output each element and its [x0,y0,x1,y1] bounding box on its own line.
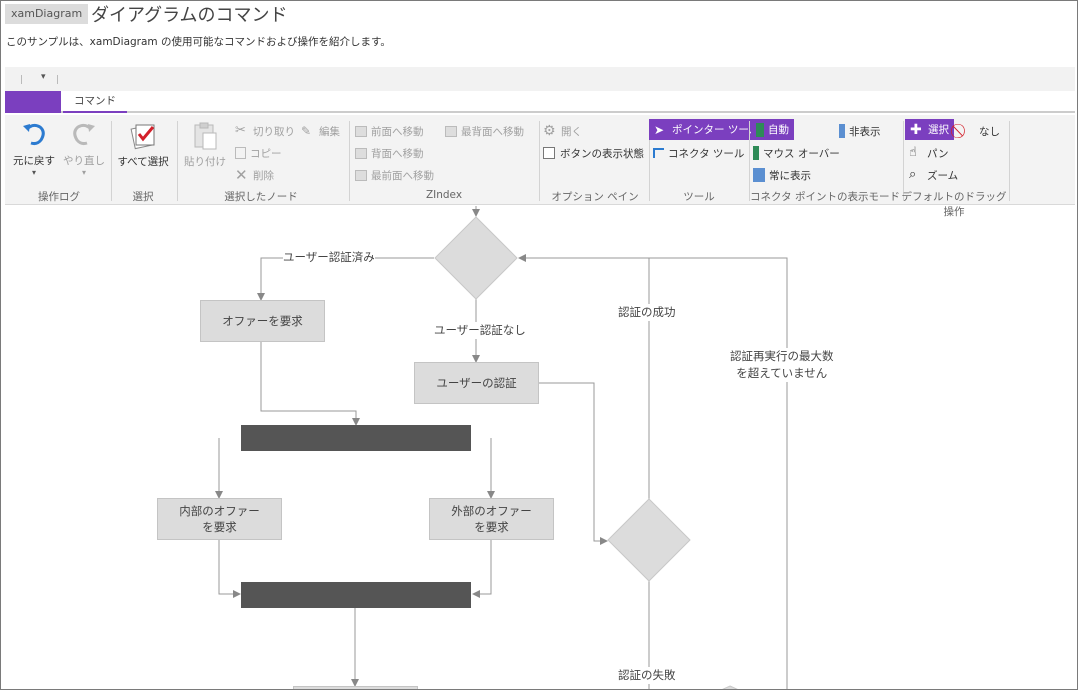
node-external-offer[interactable]: 外部のオファー を要求 [429,498,554,540]
pointer-tool-button[interactable]: ➤ポインター ツール [649,119,765,140]
connector [218,539,241,598]
group-separator [349,121,350,201]
group-label-tools: ツール [683,191,715,203]
connector [538,382,608,545]
connector-icon [653,148,664,158]
send-to-back-button[interactable]: 最背面へ移動 [445,121,524,141]
node-request-offer[interactable]: オファーを要求 [200,300,325,342]
send-backward-icon [355,147,367,159]
group-separator [539,121,540,201]
edge-label-max-retries: 認証再実行の最大数 を超えていません [730,348,834,382]
group-separator [649,121,650,201]
connector-point-always-icon [753,168,765,182]
fork-bar[interactable] [241,425,471,451]
group-label-options-pane: オプション ペイン [551,191,639,203]
hand-icon: ☝ [909,145,917,160]
connector-points-hidden-button[interactable]: 非表示 [839,121,881,141]
bring-to-front-button[interactable]: 最前面へ移動 [355,165,434,185]
drag-select-button[interactable]: ✚選択 [905,119,954,140]
group-label-zindex: ZIndex [425,189,463,201]
drag-none-button[interactable]: ⃠なし [961,121,1000,141]
decision-node [434,216,518,300]
tab-commands[interactable]: コマンド [63,91,127,113]
edit-button[interactable]: ✎編集 [301,124,340,138]
drag-pan-button[interactable]: ☝パン [909,145,949,160]
copy-icon [235,147,246,159]
bring-forward-button[interactable]: 前面へ移動 [355,121,424,141]
qat-separator [57,75,58,84]
node-internal-offer[interactable]: 内部のオファー を要求 [157,498,282,540]
select-all-icon [130,124,155,150]
connector [649,257,788,689]
connector [257,257,434,301]
page-subtitle: このサンプルは、xamDiagram の使用可能なコマンドおよび操作を紹介します… [6,36,391,48]
delete-icon: ✕ [235,166,248,184]
button-visibility-checkbox[interactable]: ボタンの表示状態 [543,143,644,163]
group-label-connector-points: コネクタ ポイントの表示モード [750,191,900,203]
group-label-selection: 選択 [132,191,154,203]
redo-icon [73,123,95,146]
group-label-history: 操作ログ [38,191,80,203]
group-separator [111,121,112,201]
connector-point-auto-icon [756,122,764,137]
connector-point-mouseover-icon [753,146,759,160]
decision-node [722,685,738,689]
ribbon-application-tab[interactable] [5,91,61,113]
bring-to-front-icon [355,169,367,181]
qat-customize-dropdown-icon[interactable]: ▾ [41,72,46,82]
ribbon-tab-row: コマンド [5,91,1075,113]
connector [472,539,492,598]
drag-zoom-button[interactable]: ⌕ズーム [909,167,959,182]
connector [260,342,360,426]
copy-button[interactable]: コピー [235,143,282,163]
diagram-canvas[interactable]: オファーを要求 ユーザーの認証 内部のオファー を要求 外部のオファー を要求 … [1,206,1077,689]
paste-button[interactable]: 貼り付け [183,121,227,169]
qat-separator [21,75,22,84]
connector-point-hidden-icon [839,124,845,138]
connector-points-mouseover-button[interactable]: マウス オーバー [753,143,840,163]
select-all-button[interactable]: すべて選択 [115,119,171,169]
plus-icon: ✚ [910,121,922,138]
group-separator [1009,121,1010,201]
edge-label-authenticated: ユーザー認証済み [283,249,375,266]
connector-points-auto-button[interactable]: 自動 [751,119,794,140]
paste-icon [194,122,217,150]
gear-icon: ⚙ [543,123,556,139]
no-entry-icon: ⃠ [961,124,975,138]
pencil-icon: ✎ [301,124,312,138]
undo-button[interactable]: 元に戻す ▾ [9,119,59,177]
decision-node [607,498,691,582]
group-separator [177,121,178,201]
edge-label-auth-failed: 認証の失敗 [618,667,676,684]
quick-access-toolbar: ▾ [5,67,1075,91]
send-backward-button[interactable]: 背面へ移動 [355,143,424,163]
undo-icon [23,123,45,146]
edge-label-auth-success: 認証の成功 [618,304,676,321]
group-label-drag: デフォルトのドラッグ操作 [901,191,1007,218]
checkbox-icon [543,147,555,159]
open-options-button[interactable]: ⚙開く [543,123,582,139]
cut-button[interactable]: ✂切り取り [235,123,295,138]
edge-label-not-authenticated: ユーザー認証なし [434,322,526,339]
send-to-back-icon [445,125,457,137]
node-user-auth[interactable]: ユーザーの認証 [414,362,539,404]
node-partial[interactable] [293,686,418,689]
connector-points-always-button[interactable]: 常に表示 [753,165,811,185]
bring-forward-icon [355,125,367,137]
scissors-icon: ✂ [235,123,246,138]
redo-button[interactable]: やり直し ▾ [59,119,109,177]
sample-badge: xamDiagram [5,4,89,24]
group-label-selected-nodes: 選択したノード [224,191,298,203]
ribbon: 元に戻す ▾ やり直し ▾ 操作ログ すべて選択 選択 貼り付け ✂切り取り コ… [5,115,1075,218]
pointer-icon: ➤ [654,122,665,137]
delete-button[interactable]: ✕削除 [235,166,274,184]
connector-tool-button[interactable]: コネクタ ツール [653,143,744,163]
diagram-connectors [215,206,788,689]
group-separator [903,121,904,201]
join-bar[interactable] [241,582,471,608]
page-title: ダイアグラムのコマンド [91,5,288,26]
group-separator [749,121,750,201]
magnifier-icon: ⌕ [909,167,917,182]
